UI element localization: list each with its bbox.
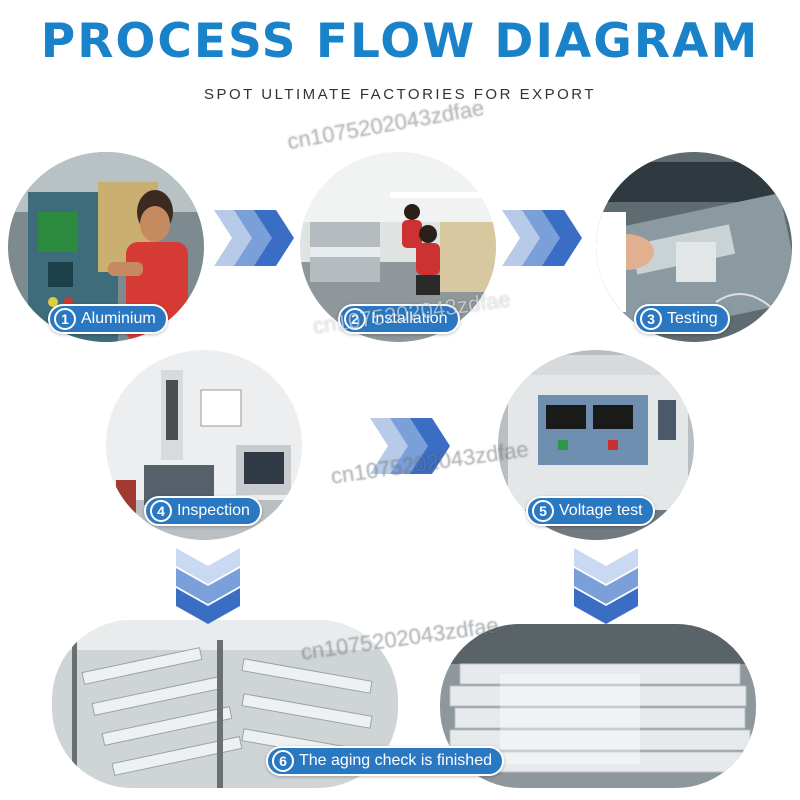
- photo-step-6-packed-fixtures: [440, 624, 756, 788]
- photo-installation-image: [300, 152, 496, 342]
- watermark: cn1075202043zdfae: [285, 94, 486, 155]
- step-number-6: 6: [272, 750, 294, 772]
- step-text-6: The aging check is finished: [299, 752, 492, 769]
- step-label-3: 3 Testing: [634, 304, 730, 334]
- step-label-6: 6 The aging check is finished: [266, 746, 504, 776]
- page-subtitle: SPOT ULTIMATE FACTORIES FOR EXPORT: [204, 86, 596, 103]
- step-number-4: 4: [150, 500, 172, 522]
- step-label-2: 2 Installation: [338, 304, 460, 334]
- step-number-3: 3: [640, 308, 662, 330]
- step-number-1: 1: [54, 308, 76, 330]
- photo-step-1-aluminium: [8, 152, 204, 342]
- step-text-3: Testing: [667, 310, 718, 327]
- step-text-4: Inspection: [177, 502, 250, 519]
- arrow-step-5-down: [574, 548, 638, 624]
- arrow-step-2-to-3: [502, 210, 582, 266]
- page-title: PROCESS FLOW DIAGRAM: [40, 14, 760, 69]
- photo-aluminium-image: [8, 152, 204, 342]
- step-label-4: 4 Inspection: [144, 496, 262, 526]
- arrow-step-1-to-2: [214, 210, 294, 266]
- arrow-step-4-to-5: [370, 418, 450, 474]
- step-text-1: Aluminium: [81, 310, 156, 327]
- step-label-1: 1 Aluminium: [48, 304, 168, 334]
- arrow-step-4-down: [176, 548, 240, 624]
- step-label-5: 5 Voltage test: [526, 496, 655, 526]
- photo-step-2-installation: [300, 152, 496, 342]
- step-text-5: Voltage test: [559, 502, 643, 519]
- photo-packed-fixtures-image: [440, 624, 756, 788]
- step-text-2: Installation: [371, 310, 448, 327]
- step-number-2: 2: [344, 308, 366, 330]
- step-number-5: 5: [532, 500, 554, 522]
